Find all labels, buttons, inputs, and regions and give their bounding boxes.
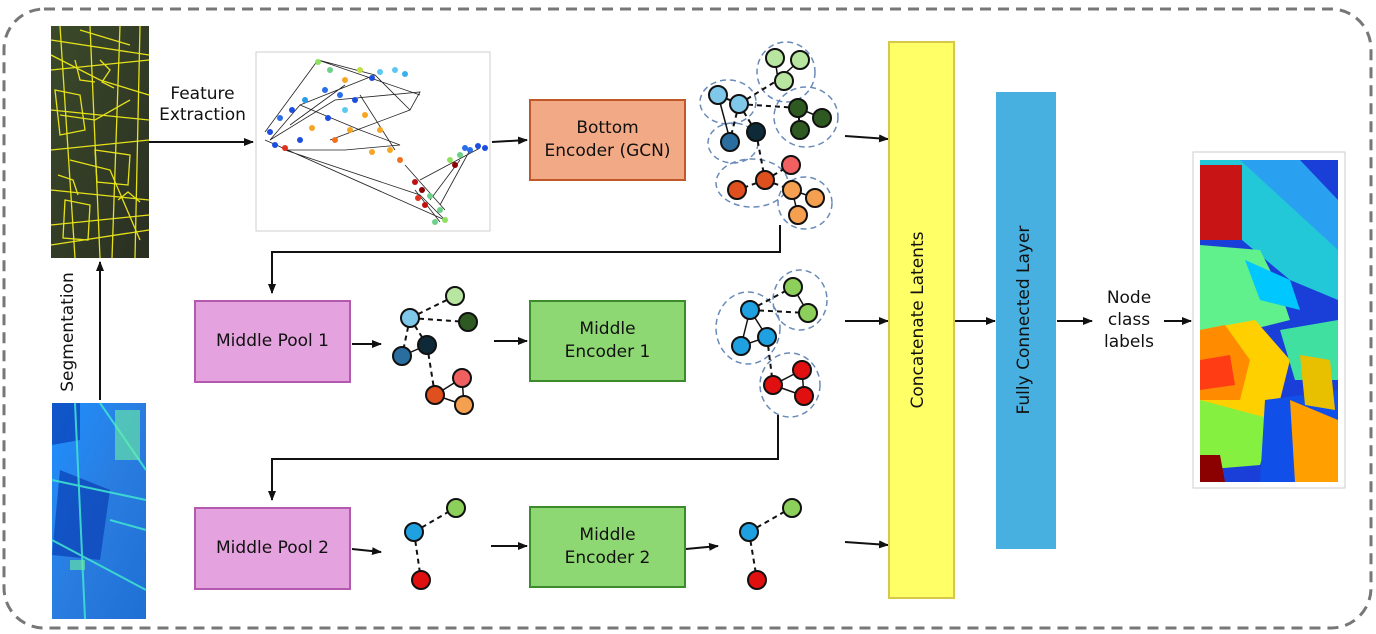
graph-visualization <box>255 51 491 232</box>
pool1-to-pool2-connector <box>268 415 779 501</box>
node-labels-line-1: Node <box>1106 288 1152 308</box>
middle-pool-2-graph <box>404 498 466 590</box>
middle-pool-1-graph <box>392 286 478 415</box>
bottom-encoder-line-1: Bottom <box>576 118 639 139</box>
concatenate-latents-label: Concatenate Latents <box>908 231 928 409</box>
middle-encoder-2-line-2: Encoder 2 <box>564 548 651 568</box>
bottom-to-concat-arrow <box>844 134 889 143</box>
node-class-labels: Node class labels <box>1095 287 1163 353</box>
to-bottom-encoder-arrow <box>491 136 528 145</box>
hyperspectral-image <box>51 402 147 620</box>
middle2-to-concat-arrow <box>844 540 889 549</box>
feature-extraction-label: Feature Extraction <box>150 84 255 127</box>
bottom-encoder-line-2: Encoder (GCN) <box>544 141 671 161</box>
middle-encoded-graph-1 <box>715 269 828 418</box>
middle-pool-2-block: Middle Pool 2 <box>194 507 351 590</box>
fully-connected-label: Fully Connected Layer <box>1014 225 1034 415</box>
segmentation-label: Segmentation <box>58 272 78 392</box>
feature-extraction-line-1: Feature <box>170 84 235 104</box>
middle-encoder-2-line-1: Middle <box>579 525 636 546</box>
middle-pool-1-block: Middle Pool 1 <box>194 300 351 383</box>
fully-connected-block <box>996 92 1056 549</box>
middle-encoder-2-block: Middle Encoder 2 <box>529 506 686 588</box>
feature-extraction-line-2: Extraction <box>159 105 246 126</box>
encoder-2-to-graph-arrow <box>685 542 719 551</box>
node-labels-line-3: labels <box>1104 332 1154 353</box>
middle-encoded-graph-2 <box>739 498 802 590</box>
middle-pool-2-label: Middle Pool 2 <box>216 538 329 559</box>
pool2-to-graph-arrow <box>351 547 382 556</box>
middle-pool-1-label: Middle Pool 1 <box>216 331 329 352</box>
bottom-to-pool1-connector <box>268 225 781 294</box>
node-labels-line-2: class <box>1107 310 1151 331</box>
concatenate-latents-block <box>888 41 955 599</box>
middle-encoder-1-line-2: Encoder 1 <box>564 342 651 362</box>
bottom-encoder-block: Bottom Encoder (GCN) <box>529 99 686 181</box>
middle-encoder-1-line-1: Middle <box>579 319 636 340</box>
outer-frame <box>2 7 1373 630</box>
segmented-image <box>50 25 150 259</box>
bottom-encoded-graph <box>699 41 839 230</box>
middle-encoder-1-block: Middle Encoder 1 <box>529 300 686 382</box>
classification-map <box>1192 151 1346 489</box>
